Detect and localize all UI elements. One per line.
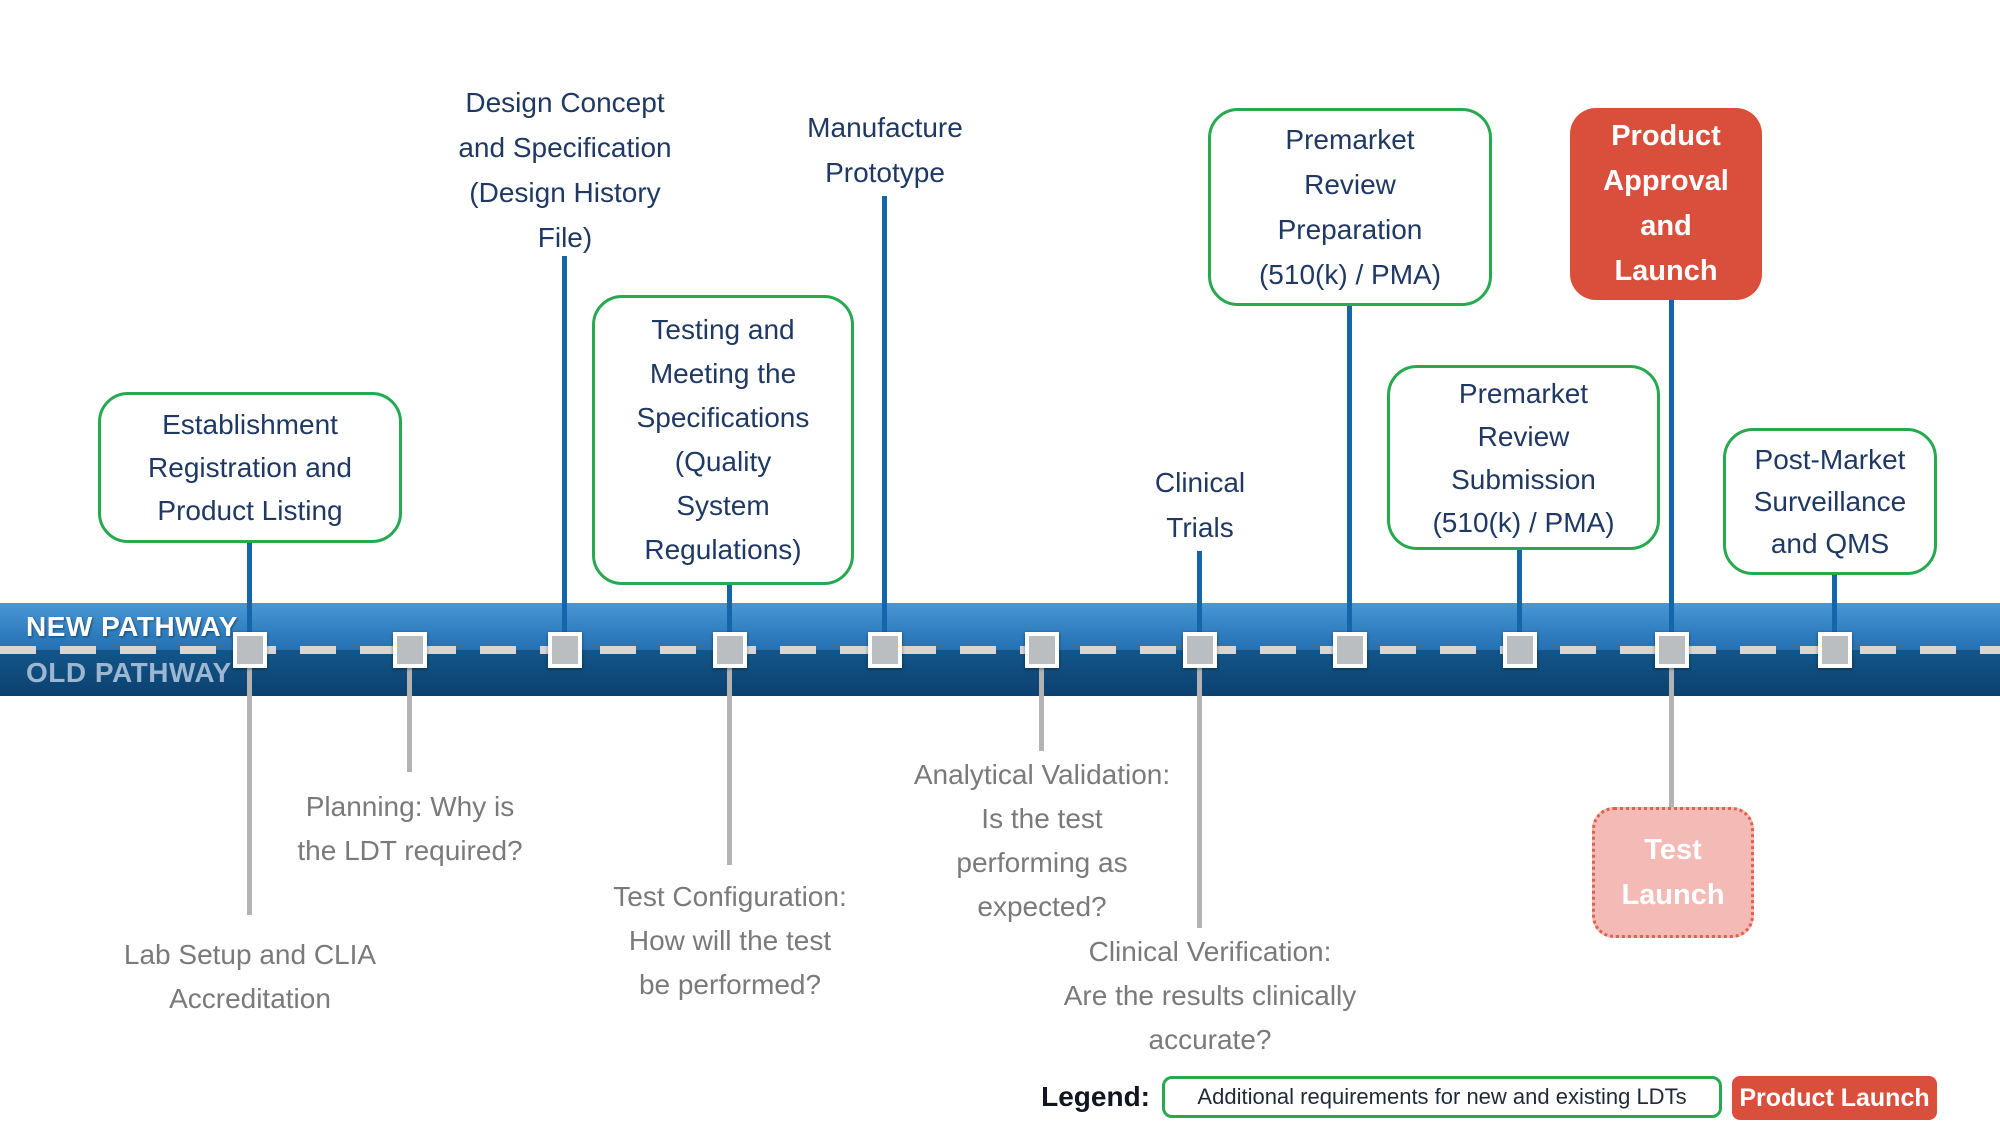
connector-down (1039, 660, 1044, 751)
new-pathway-label: NEW PATHWAY (26, 611, 238, 642)
old-pathway-band (0, 650, 2000, 696)
box-testing-specifications: Testing and Meeting the Specifications (… (592, 295, 854, 585)
new-pathway-band (0, 603, 2000, 650)
label-lab-setup: Lab Setup and CLIA Accreditation (123, 939, 377, 1014)
connector-up (882, 196, 887, 640)
connector-up (562, 256, 567, 640)
connector-down (1669, 660, 1674, 807)
old-pathway-label: OLD PATHWAY (26, 657, 232, 688)
connector-up (727, 583, 732, 640)
connector-down (407, 660, 412, 772)
connector-up (1347, 306, 1352, 640)
box-establishment-registration: Establishment Registration and Product L… (98, 392, 402, 543)
label-analytical-validation: Analytical Validation: Is the test perfo… (913, 759, 1171, 922)
label-clinical-trials: Clinical Trials (1154, 467, 1246, 543)
timeline-marker (713, 632, 747, 668)
label-design-concept: Design Concept and Specification (Design… (458, 87, 672, 253)
connector-down (247, 660, 252, 915)
connector-up (247, 543, 252, 640)
timeline-marker (1333, 632, 1367, 668)
legend-item-additional-requirements: Additional requirements for new and exis… (1162, 1076, 1722, 1118)
label-clinical-verification: Clinical Verification: Are the results c… (1063, 936, 1357, 1055)
connector-up (1669, 300, 1674, 640)
label-planning: Planning: Why is the LDT required? (297, 791, 523, 866)
connector-up (1197, 551, 1202, 640)
connector-down (1197, 660, 1202, 928)
box-post-market-surveillance: Post-Market Surveillance and QMS (1723, 428, 1937, 575)
box-test-launch: Test Launch (1592, 807, 1754, 938)
timeline-marker (548, 632, 582, 668)
timeline-marker (1183, 632, 1217, 668)
timeline-marker (233, 632, 267, 668)
connector-down (727, 660, 732, 865)
box-premarket-review-preparation: Premarket Review Preparation (510(k) / P… (1208, 108, 1492, 306)
timeline-marker (393, 632, 427, 668)
box-premarket-review-submission: Premarket Review Submission (510(k) / PM… (1387, 365, 1660, 550)
label-manufacture-prototype: Manufacture Prototype (807, 112, 963, 188)
connector-up (1832, 575, 1837, 640)
legend-item-product-launch: Product Launch (1732, 1076, 1937, 1120)
box-product-approval-launch: Product Approval and Launch (1570, 108, 1762, 300)
timeline-marker (1818, 632, 1852, 668)
dashed-divider (0, 646, 2000, 654)
connector-up (1517, 550, 1522, 640)
label-test-configuration: Test Configuration: How will the test be… (613, 881, 847, 1000)
timeline-marker (1025, 632, 1059, 668)
legend-title: Legend: (1041, 1081, 1150, 1112)
timeline-marker (868, 632, 902, 668)
timeline-marker (1503, 632, 1537, 668)
timeline-marker (1655, 632, 1689, 668)
